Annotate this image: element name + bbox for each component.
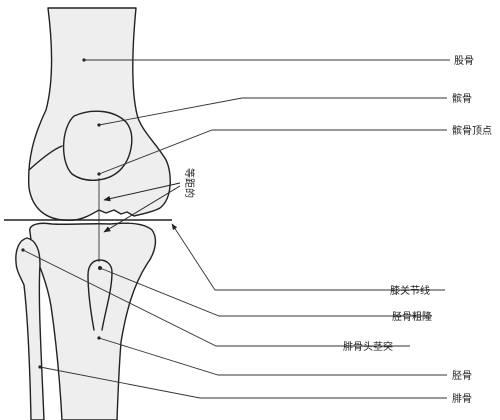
equidistant-arrow-lower: [103, 185, 181, 233]
knee-joint-line-leader: [171, 223, 445, 291]
equidistant-label: 等距的: [183, 168, 196, 198]
fibular-head-styloid-label: 腓骨头茎突: [343, 340, 393, 353]
fibular-head-leader: [22, 249, 410, 347]
equidistant-arrow-upper: [103, 182, 181, 202]
tibial-tuberosity-shape: [87, 259, 113, 331]
tibia-leader: [98, 337, 447, 376]
patella-label: 髌骨: [452, 92, 472, 105]
patella-bone: [62, 110, 133, 181]
fibula-label: 腓骨: [452, 393, 472, 405]
femur-condyle-contour: [28, 145, 63, 171]
tibial-tuberosity-leader: [99, 267, 432, 317]
knee-joint-line-label: 膝关节线: [390, 284, 430, 297]
patella-apex-leader: [98, 129, 447, 175]
tibia-label: 胫骨: [452, 370, 472, 382]
patella-apex-label: 髌骨顶点: [452, 124, 492, 137]
patella-leader: [98, 97, 447, 126]
fibula-leader: [39, 366, 447, 399]
femur-label: 股骨: [454, 55, 474, 67]
fibula-bone: [15, 237, 45, 420]
tibial-tuberosity-label: 胫骨粗隆: [392, 310, 432, 323]
